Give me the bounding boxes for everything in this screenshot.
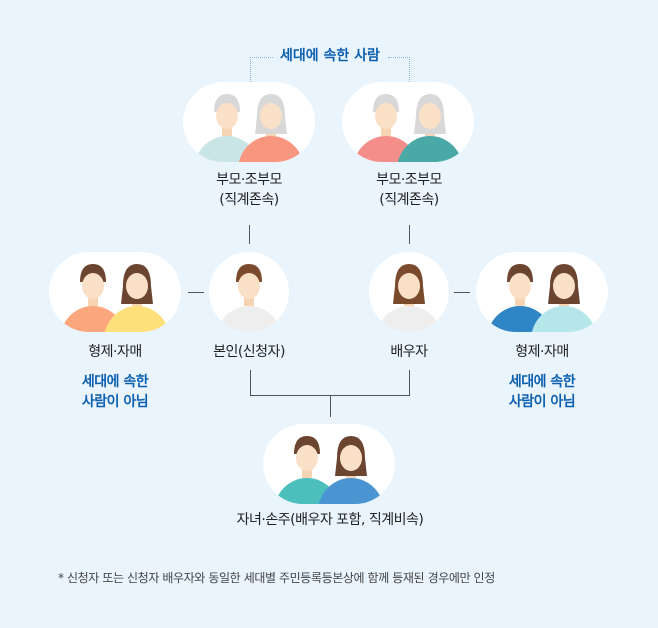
parents-left-label: 부모·조부모: [216, 172, 282, 188]
connector: [454, 292, 470, 293]
person-figure: [194, 94, 260, 162]
parents-right-sub: (직계존속): [379, 192, 439, 208]
connector: [330, 395, 331, 417]
siblings-left-illustration: [49, 252, 181, 332]
siblings-left-note: 사람이 아님: [81, 394, 149, 410]
household-label: 세대에 속한 사람: [280, 48, 380, 64]
siblings-right-note: 사람이 아님: [508, 394, 576, 410]
spouse-label: 배우자: [390, 344, 428, 360]
person-figure: [238, 94, 304, 162]
connector: [409, 225, 410, 244]
person-figure: [216, 264, 282, 332]
self-label: 본인(신청자): [213, 344, 285, 360]
person-figure: [318, 436, 384, 504]
connector: [188, 292, 204, 293]
people-icon: [487, 264, 597, 332]
people-icon: [353, 94, 463, 162]
parents-right-illustration: [342, 82, 474, 162]
person-figure: [487, 264, 553, 332]
footnote: * 신청자 또는 신청자 배우자와 동일한 세대별 주민등록등본상에 함께 등재…: [58, 571, 495, 585]
connector: [409, 370, 410, 396]
connector: [250, 370, 251, 396]
spouse-illustration: [369, 252, 449, 332]
self-illustration: [209, 252, 289, 332]
connector: [249, 225, 250, 244]
siblings-right-note: 세대에 속한: [508, 374, 576, 390]
people-icon: [194, 94, 304, 162]
parents-left-illustration: [183, 82, 315, 162]
parents-left-sub: (직계존속): [219, 192, 279, 208]
siblings-left-label: 형제·자매: [88, 344, 142, 360]
person-figure: [531, 264, 597, 332]
people-icon: [274, 436, 384, 504]
siblings-right-label: 형제·자매: [515, 344, 569, 360]
siblings-right-illustration: [476, 252, 608, 332]
bracket-left: [250, 57, 273, 84]
people-icon: [376, 264, 442, 332]
parents-right-label: 부모·조부모: [376, 172, 442, 188]
people-icon: [60, 264, 170, 332]
people-icon: [216, 264, 282, 332]
siblings-left-note: 세대에 속한: [81, 374, 149, 390]
bracket-right: [388, 57, 410, 84]
children-label: 자녀·손주(배우자 포함, 직계비속): [236, 512, 424, 528]
person-figure: [376, 264, 442, 332]
children-illustration: [263, 424, 395, 504]
person-figure: [397, 94, 463, 162]
person-figure: [104, 264, 170, 332]
